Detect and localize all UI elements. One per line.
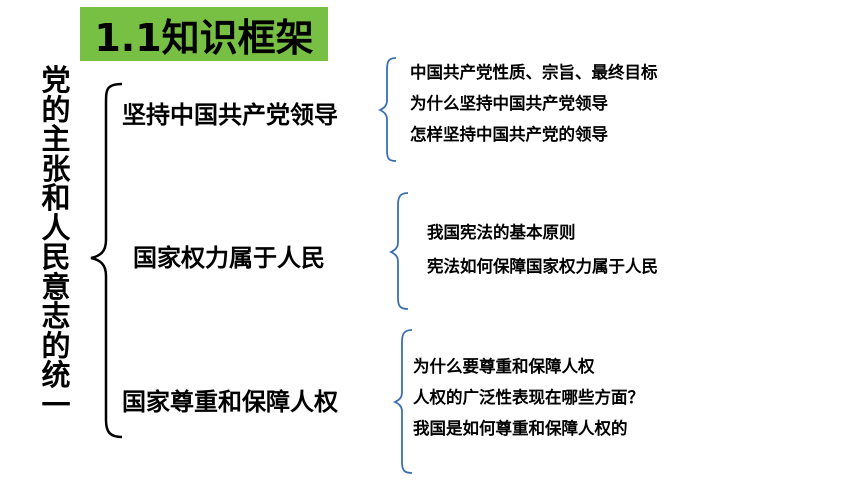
topic-3-item-1: 为什么要尊重和保障人权 — [413, 357, 595, 376]
title-banner: 1.1知识框架 — [80, 7, 328, 61]
topic-1-item-1: 中国共产党性质、宗旨、最终目标 — [410, 63, 658, 82]
topic-3-label: 国家尊重和保障人权 — [122, 388, 338, 416]
topic-2-label: 国家权力属于人民 — [133, 244, 325, 272]
sub-brace-1 — [377, 57, 397, 162]
topic-1-item-2: 为什么坚持中国共产党领导 — [410, 94, 608, 113]
sub-brace-3 — [392, 329, 413, 474]
topic-1-label: 坚持中国共产党领导 — [122, 101, 338, 129]
main-brace — [90, 82, 123, 439]
topic-3-item-3: 我国是如何尊重和保障人权的 — [413, 419, 628, 438]
sub-brace-2 — [388, 192, 409, 310]
vertical-title: 党的主张和人民意志的统一 — [41, 63, 71, 422]
page-title: 1.1知识框架 — [94, 15, 314, 60]
topic-3-item-2: 人权的广泛性表现在哪些方面？ — [413, 388, 644, 407]
topic-2-item-2: 宪法如何保障国家权力属于人民 — [427, 257, 658, 276]
topic-2-item-1: 我国宪法的基本原则 — [427, 223, 576, 242]
topic-1-item-3: 怎样坚持中国共产党的领导 — [410, 125, 608, 144]
